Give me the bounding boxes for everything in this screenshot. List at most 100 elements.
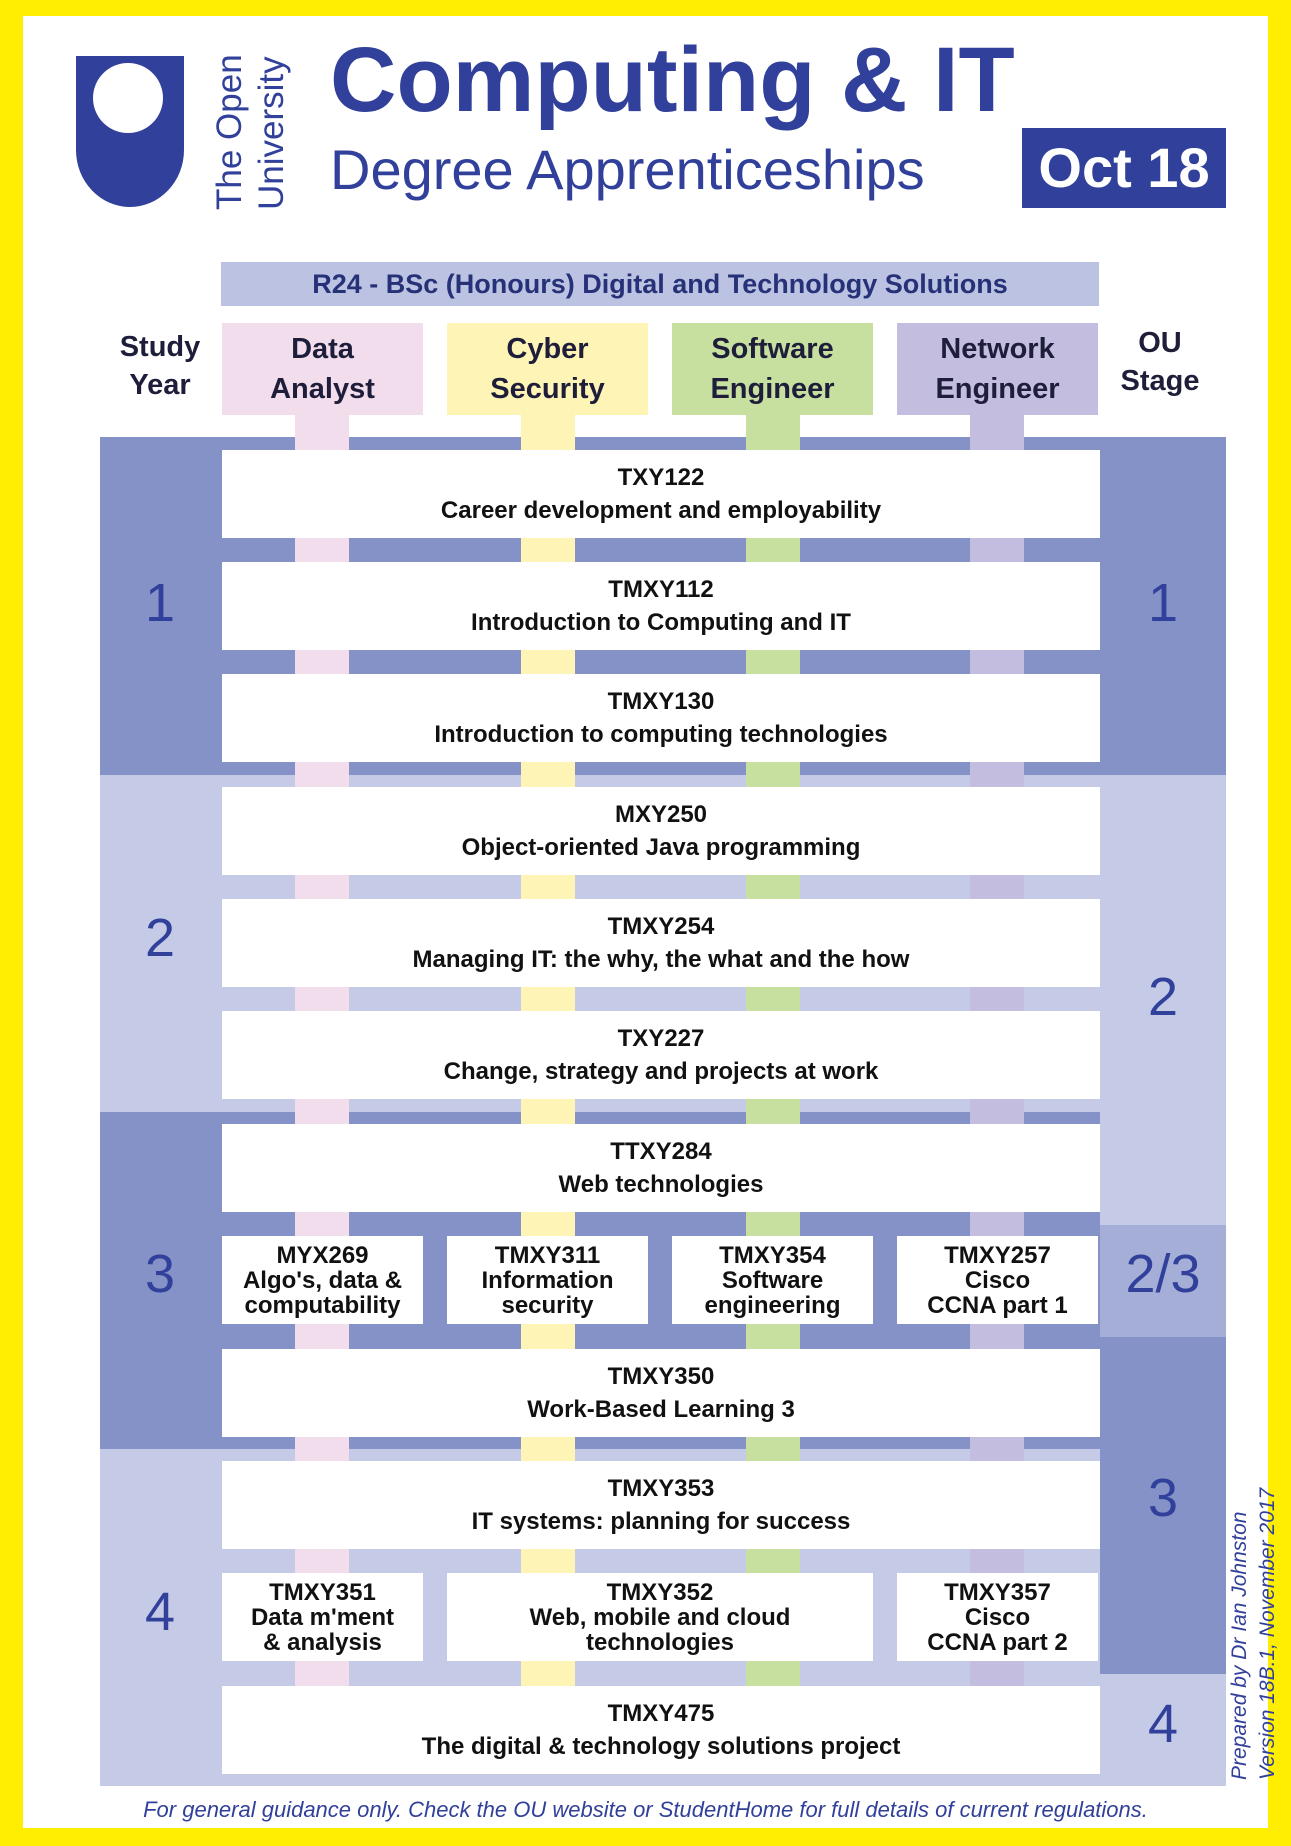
ou-stage-number: 2/3 — [1125, 1244, 1201, 1304]
page-subtitle: Degree Apprenticeships — [330, 138, 925, 201]
pathway-line1: Network — [940, 333, 1055, 365]
module-code: TMXY475 — [607, 1700, 715, 1727]
credit-line2: Version 18B.1, November 2017 — [1256, 1486, 1279, 1780]
module-title-line: engineering — [704, 1291, 841, 1319]
module-code: TMXY350 — [607, 1363, 715, 1390]
module-code: TMXY352 — [606, 1578, 714, 1606]
module-code: TMXY254 — [607, 913, 715, 940]
module-code: TMXY353 — [607, 1475, 715, 1502]
module-title-line: & analysis — [263, 1628, 382, 1656]
module-title: Career development and employability — [440, 497, 882, 524]
module-title: IT systems: planning for success — [471, 1508, 851, 1535]
ou-stage-number: 2 — [1147, 967, 1179, 1027]
module-title-line: Information — [481, 1266, 614, 1294]
study-year-label-line2: Year — [129, 369, 191, 401]
pathway-line1: Cyber — [506, 333, 589, 365]
pathway-line1: Software — [711, 333, 834, 365]
module-title: Introduction to Computing and IT — [471, 609, 851, 636]
credit-line1: Prepared by Dr Ian Johnston — [1228, 1512, 1251, 1781]
module-txy122: TXY122 Career development and employabil… — [222, 450, 1100, 538]
pathway-line2: Engineer — [710, 373, 835, 405]
ou-stage-label-line2: Stage — [1120, 365, 1200, 397]
module-title-line: security — [501, 1291, 594, 1319]
module-title-line: computability — [244, 1291, 401, 1319]
study-year-number: 4 — [144, 1582, 176, 1642]
study-year-number: 2 — [144, 908, 176, 968]
ou-stage-number: 3 — [1147, 1468, 1179, 1528]
module-tmxy350: TMXY350 Work-Based Learning 3 — [222, 1349, 1100, 1437]
module-title-line: Data m'ment — [250, 1603, 395, 1631]
module-tmxy354: TMXY354 Software engineering — [672, 1236, 873, 1324]
module-code: TMXY351 — [269, 1578, 376, 1606]
module-title-line: Cisco — [964, 1603, 1031, 1631]
module-code: TMXY354 — [719, 1241, 826, 1269]
module-tmxy352: TMXY352 Web, mobile and cloud technologi… — [447, 1573, 873, 1661]
module-code: MYX269 — [276, 1241, 369, 1269]
module-code: TMXY311 — [494, 1241, 601, 1269]
page-title: Computing & IT — [330, 29, 1015, 131]
ou-stage-number: 1 — [1147, 573, 1179, 633]
module-tmxy257: TMXY257 Cisco CCNA part 1 — [897, 1236, 1098, 1324]
module-title-line: Algo's, data & — [242, 1266, 403, 1294]
module-title: Web technologies — [558, 1171, 764, 1198]
org-name-line2: University — [252, 56, 291, 210]
module-tmxy112: TMXY112 Introduction to Computing and IT — [222, 562, 1100, 650]
ou-stage-band-2-3 — [1100, 1225, 1226, 1337]
university-name-logotype: The Open University — [210, 54, 291, 210]
study-year-number: 3 — [144, 1244, 176, 1304]
module-code: TMXY257 — [944, 1241, 1051, 1269]
ou-stage-band-4 — [1100, 1674, 1226, 1786]
module-tmxy351: TMXY351 Data m'ment & analysis — [222, 1573, 423, 1661]
open-university-logo-icon — [76, 56, 184, 207]
module-title: Change, strategy and projects at work — [443, 1058, 879, 1085]
module-tmxy353: TMXY353 IT systems: planning for success — [222, 1461, 1100, 1549]
module-title-line: Cisco — [964, 1266, 1031, 1294]
ou-stage-label: OU Stage — [1100, 324, 1220, 404]
module-tmxy130: TMXY130 Introduction to computing techno… — [222, 674, 1100, 762]
ou-stage-number: 4 — [1147, 1694, 1179, 1754]
ou-stage-label-line1: OU — [1138, 327, 1182, 359]
module-title: Managing IT: the why, the what and the h… — [412, 946, 910, 973]
module-title-line: CCNA part 2 — [927, 1628, 1068, 1656]
module-title-line: technologies — [585, 1628, 735, 1656]
module-mxy250: MXY250 Object-oriented Java programming — [222, 787, 1100, 875]
ou-stage-band-2 — [1100, 775, 1226, 1225]
module-title-line: CCNA part 1 — [927, 1291, 1068, 1319]
module-title-line: Web, mobile and cloud — [529, 1603, 791, 1631]
module-tmxy254: TMXY254 Managing IT: the why, the what a… — [222, 899, 1100, 987]
degree-banner: R24 - BSc (Honours) Digital and Technolo… — [221, 262, 1099, 306]
module-ttxy284: TTXY284 Web technologies — [222, 1124, 1100, 1212]
module-title: The digital & technology solutions proje… — [421, 1733, 901, 1760]
module-code: TTXY284 — [610, 1138, 712, 1165]
module-tmxy357: TMXY357 Cisco CCNA part 2 — [897, 1573, 1098, 1661]
module-code: MXY250 — [614, 801, 708, 828]
module-code: TMXY357 — [944, 1578, 1051, 1606]
module-code: TXY122 — [617, 464, 705, 491]
module-txy227: TXY227 Change, strategy and projects at … — [222, 1011, 1100, 1099]
author-credit: Prepared by Dr Ian Johnston Version 18B.… — [1228, 1486, 1279, 1781]
pathway-line2: Security — [490, 373, 605, 405]
org-name-line1: The Open — [210, 54, 249, 210]
module-myx269: MYX269 Algo's, data & computability — [222, 1236, 423, 1324]
module-title: Work-Based Learning 3 — [527, 1396, 795, 1423]
module-tmxy475: TMXY475 The digital & technology solutio… — [222, 1686, 1100, 1774]
study-year-label: Study Year — [100, 328, 220, 408]
date-badge: Oct 18 — [1022, 128, 1226, 208]
pathway-line2: Engineer — [935, 373, 1060, 405]
pathway-line2: Analyst — [270, 373, 375, 405]
study-year-label-line1: Study — [119, 331, 201, 363]
module-tmxy311: TMXY311 Information security — [447, 1236, 648, 1324]
footer-disclaimer: For general guidance only. Check the OU … — [143, 1797, 1148, 1822]
ou-stage-band-3 — [1100, 1337, 1226, 1674]
module-code: TMXY112 — [608, 576, 714, 603]
module-title-line: Software — [721, 1266, 824, 1294]
study-year-number: 1 — [144, 573, 176, 633]
pathway-line1: Data — [291, 333, 354, 365]
module-title: Object-oriented Java programming — [461, 834, 861, 861]
module-code: TXY227 — [617, 1025, 705, 1052]
module-title: Introduction to computing technologies — [434, 721, 888, 748]
